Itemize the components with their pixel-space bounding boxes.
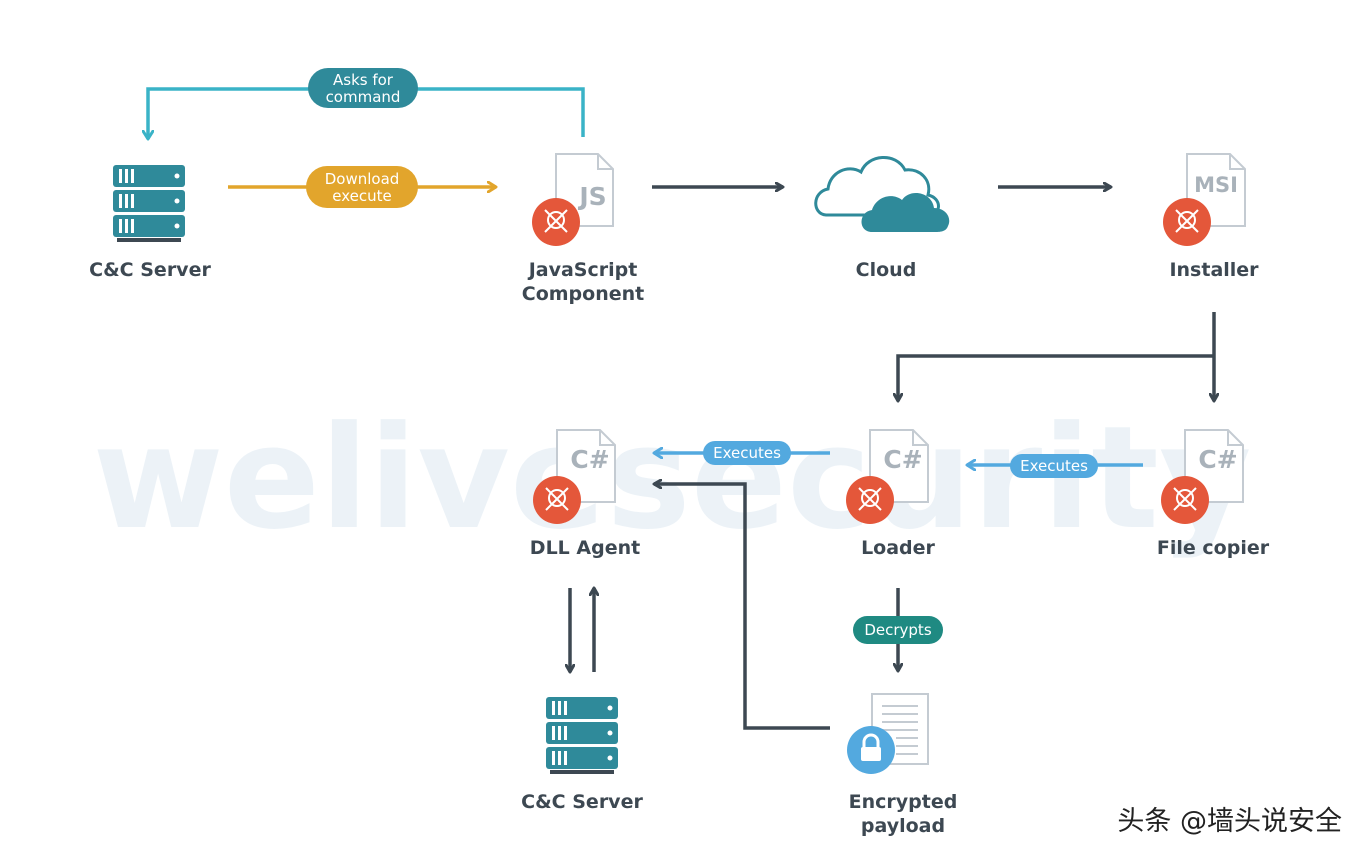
source-credit: 头条 @墙头说安全 bbox=[1117, 806, 1342, 837]
node-label-line-1: Encrypted bbox=[849, 791, 958, 813]
node-label: Loader bbox=[861, 537, 935, 559]
edge-executes-loader-to-agent: Executes bbox=[654, 441, 830, 465]
skull-badge-icon bbox=[532, 198, 580, 246]
node-label: File copier bbox=[1157, 537, 1270, 559]
download-execute-pill bbox=[306, 166, 418, 208]
node-file-copier: C# File copier bbox=[1157, 429, 1270, 559]
server-icon bbox=[546, 697, 618, 774]
node-loader: C# Loader bbox=[846, 429, 936, 559]
decrypts-text: Decrypts bbox=[864, 621, 931, 639]
lock-document-icon bbox=[847, 693, 929, 774]
skull-badge-icon bbox=[1161, 476, 1209, 524]
executes-pill-left bbox=[703, 441, 791, 465]
cloud-icon bbox=[814, 156, 950, 232]
csharp-file-icon: C# bbox=[846, 429, 929, 524]
node-label-line-2: Component bbox=[522, 283, 644, 305]
download-execute-line-1: Download bbox=[325, 170, 400, 188]
node-label-line-2: payload bbox=[861, 815, 945, 837]
node-cloud: Cloud bbox=[814, 156, 950, 281]
skull-badge-icon bbox=[846, 476, 894, 524]
server-icon bbox=[113, 165, 185, 242]
csharp-doc-text: C# bbox=[1198, 445, 1237, 474]
edge-download-execute: Download execute bbox=[228, 166, 496, 208]
node-label: C&C Server bbox=[89, 259, 211, 281]
edge-agent-server-bidirectional bbox=[570, 588, 594, 672]
node-label: Installer bbox=[1169, 259, 1259, 281]
node-cc-server-bottom: C&C Server bbox=[521, 697, 643, 813]
skull-badge-icon bbox=[533, 476, 581, 524]
watermark: welivesecurity bbox=[93, 396, 1252, 561]
csharp-file-icon: C# bbox=[533, 429, 616, 524]
node-cc-server-top: C&C Server bbox=[89, 165, 211, 281]
asks-for-command-line-2: command bbox=[326, 88, 401, 106]
decrypts-pill bbox=[853, 616, 943, 644]
executes-pill-right bbox=[1010, 454, 1098, 478]
skull-badge-icon bbox=[1163, 198, 1211, 246]
csharp-doc-text: C# bbox=[883, 445, 922, 474]
csharp-file-icon: C# bbox=[1161, 429, 1244, 524]
edge-decrypts: Decrypts bbox=[853, 588, 943, 671]
csharp-doc-text: C# bbox=[570, 445, 609, 474]
asks-for-command-line-1: Asks for bbox=[333, 71, 394, 89]
node-label-line-1: JavaScript bbox=[527, 259, 638, 281]
msi-file-icon: MSI bbox=[1163, 153, 1246, 246]
node-label: C&C Server bbox=[521, 791, 643, 813]
executes-text-left: Executes bbox=[713, 444, 781, 462]
lock-icon bbox=[847, 726, 895, 774]
node-javascript-component: JS JavaScript Component bbox=[522, 153, 644, 305]
node-dll-agent: C# DLL Agent bbox=[530, 429, 640, 559]
node-label: DLL Agent bbox=[530, 537, 640, 559]
js-doc-text: JS bbox=[577, 182, 606, 211]
download-execute-line-2: execute bbox=[332, 187, 391, 205]
executes-text-right: Executes bbox=[1020, 457, 1088, 475]
js-file-icon: JS bbox=[532, 153, 614, 246]
node-encrypted-payload: Encrypted payload bbox=[847, 693, 958, 837]
edge-asks-for-command: Asks for command bbox=[148, 68, 585, 139]
asks-for-command-pill bbox=[308, 68, 418, 108]
edge-executes-copier-to-loader: Executes bbox=[967, 454, 1143, 478]
edge-installer-branch bbox=[898, 312, 1214, 401]
msi-doc-text: MSI bbox=[1194, 173, 1238, 197]
node-installer: MSI Installer bbox=[1163, 153, 1259, 281]
edge-payload-to-agent bbox=[654, 484, 830, 730]
node-label: Cloud bbox=[856, 259, 917, 281]
